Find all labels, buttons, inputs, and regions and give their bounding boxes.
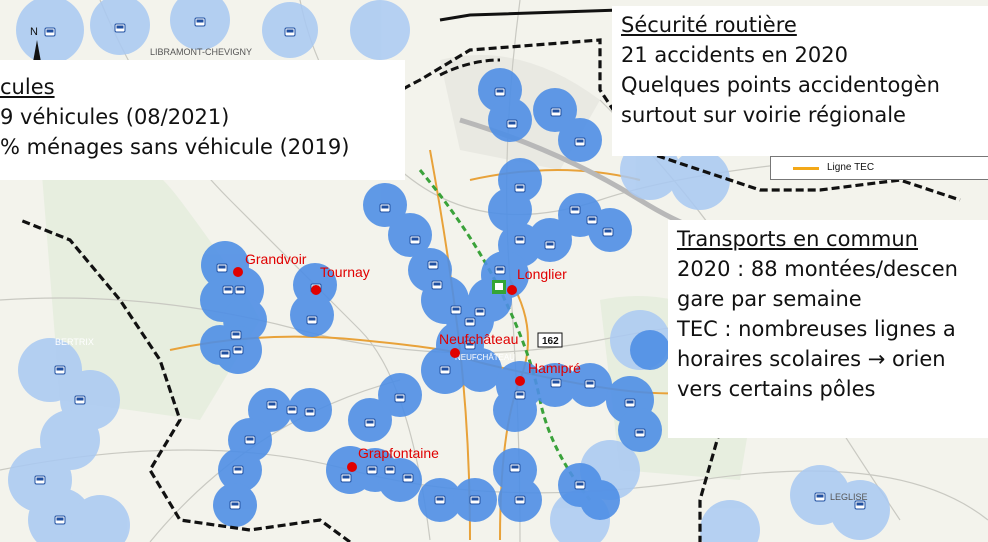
svg-text:N: N bbox=[30, 26, 38, 38]
railway-line bbox=[418, 169, 592, 501]
village-label-grandvoir: Grandvoir bbox=[245, 251, 307, 267]
public-transport-line-1: 2020 : 88 montées/descen bbox=[677, 257, 958, 281]
village-label-grapfontaine: Grapfontaine bbox=[358, 445, 439, 461]
village-dot-grandvoir bbox=[233, 267, 243, 277]
village-label-neufchateau: Neufchâteau bbox=[439, 331, 518, 347]
vehicles-callout: cules 9 véhicules (08/2021) % ménages sa… bbox=[0, 60, 405, 180]
tec-line-swatch bbox=[793, 167, 819, 170]
place-label-leglise: LEGLISE bbox=[830, 492, 868, 502]
village-label-longlier: Longlier bbox=[517, 266, 567, 282]
road-safety-heading: Sécurité routière bbox=[621, 13, 797, 37]
village-label-tournay: Tournay bbox=[320, 264, 370, 280]
svg-text:162: 162 bbox=[542, 336, 559, 347]
village-dot-neufchateau bbox=[450, 348, 460, 358]
north-arrow-icon: N bbox=[30, 26, 41, 62]
map-legend: Ligne TEC bbox=[770, 156, 988, 180]
vehicles-line-1: 9 véhicules (08/2021) bbox=[0, 105, 230, 129]
public-transport-heading: Transports en commun bbox=[677, 227, 918, 251]
train-station-icon bbox=[492, 280, 506, 294]
road-safety-callout: Sécurité routière 21 accidents en 2020 Q… bbox=[612, 6, 988, 156]
public-transport-line-3: TEC : nombreuses lignes a bbox=[677, 317, 956, 341]
public-transport-line-2: gare par semaine bbox=[677, 287, 862, 311]
road-number-badge: 162 bbox=[537, 332, 563, 348]
bus-coverage-zones bbox=[8, 0, 890, 542]
road-safety-line-2: Quelques points accidentogèn bbox=[621, 73, 940, 97]
village-dot-longlier bbox=[507, 285, 517, 295]
village-dot-hamipre bbox=[515, 376, 525, 386]
public-transport-line-5: vers certains pôles bbox=[677, 377, 876, 401]
vehicles-heading: cules bbox=[0, 75, 55, 99]
vehicles-line-2: % ménages sans véhicule (2019) bbox=[0, 135, 350, 159]
road-safety-line-1: 21 accidents en 2020 bbox=[621, 43, 848, 67]
road-safety-line-3: surtout sur voirie régionale bbox=[621, 103, 906, 127]
public-transport-callout: Transports en commun 2020 : 88 montées/d… bbox=[668, 220, 988, 438]
tec-line-legend-label: Ligne TEC bbox=[827, 162, 875, 173]
place-label-bertrix: BERTRIX bbox=[55, 337, 94, 347]
village-markers bbox=[233, 267, 525, 472]
place-label-libramont: LIBRAMONT-CHEVIGNY bbox=[150, 47, 252, 57]
place-label-neufchateau: NEUFCHÂTEAU bbox=[455, 353, 515, 362]
village-label-hamipre: Hamipré bbox=[528, 360, 581, 376]
village-dot-tournay bbox=[311, 285, 321, 295]
village-dot-grapfontaine bbox=[347, 462, 357, 472]
public-transport-line-4: horaires scolaires → orien bbox=[677, 347, 946, 371]
